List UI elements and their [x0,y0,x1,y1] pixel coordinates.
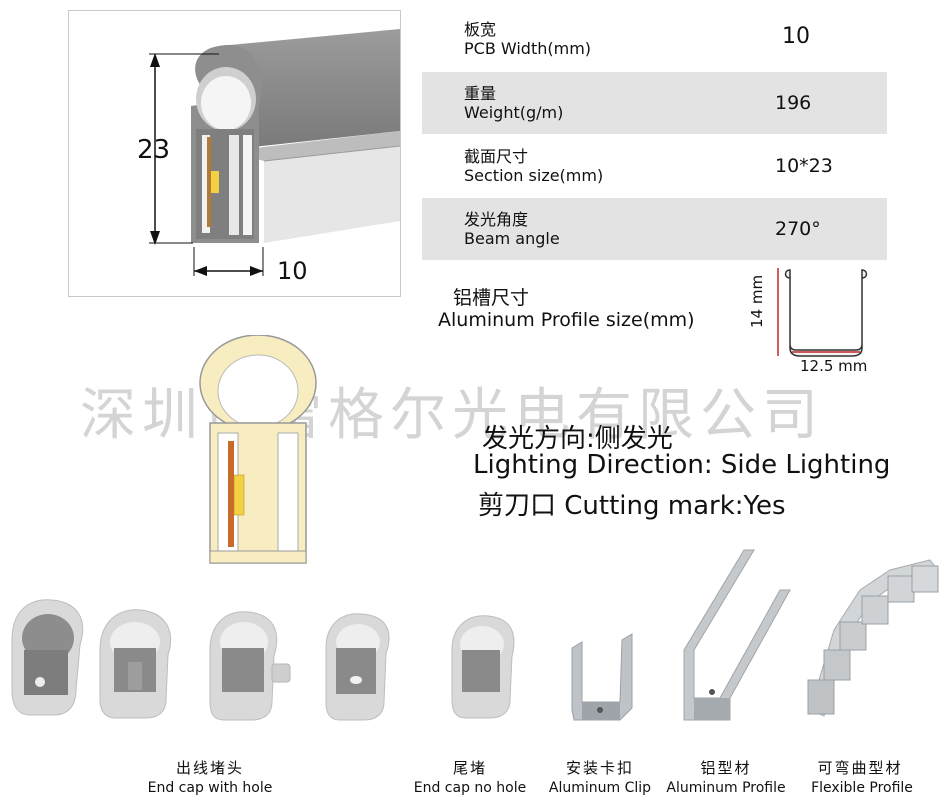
accessory-label-zh: 尾堵 [452,759,487,777]
end-cap-with-hole-icon [11,599,84,716]
product-cross-section-illustration [149,29,401,276]
spec-row-beam-angle: 发光角度 Beam angle 270° [422,198,887,260]
spec-label-en: PCB Width(mm) [464,39,592,58]
profile-width-label: 12.5 mm [800,357,868,375]
lighting-direction-en: Lighting Direction: Side Lighting [473,450,891,480]
end-cap-with-hole-icon [325,613,390,721]
accessories-illustration [11,549,939,721]
spec-label-zh: 发光角度 [464,210,529,229]
profile-height-label: 14 mm [748,274,766,328]
profile-size-label-zh: 铝槽尺寸 [453,287,530,309]
spec-label-zh: 板宽 [464,20,497,39]
aluminum-profile-diagram [777,268,868,357]
accessory-label-zh: 铝型材 [700,759,752,777]
accessory-label-zh: 可弯曲型材 [817,759,903,777]
cutting-mark-text: 剪刀口 Cutting mark:Yes [478,491,786,521]
spec-label-en: Weight(g/m) [464,103,564,122]
end-cap-no-hole-icon [451,615,515,719]
spec-row-pcb-width: 板宽 PCB Width(mm) 10 [422,8,887,70]
spec-label-zh: 截面尺寸 [464,147,529,166]
accessory-label-zh: 出线堵头 [175,759,244,777]
spec-value: 270° [775,218,821,240]
spec-label-en: Beam angle [464,229,560,248]
spec-value: 196 [775,92,812,114]
accessory-label-en: Aluminum Profile [666,780,786,796]
accessory-label-en: End cap with hole [147,780,273,796]
aluminum-clip-icon [571,633,633,721]
accessory-label-en: Flexible Profile [811,780,913,796]
profile-size-label-en: Aluminum Profile size(mm) [438,309,695,331]
height-dimension-label: 23 [137,135,171,165]
product-image-frame: 23 10 [68,10,401,297]
spec-row-weight: 重量 Weight(g/m) 196 [422,72,887,134]
spec-row-section-size: 截面尺寸 Section size(mm) 10*23 [422,135,887,197]
accessory-label-en: End cap no hole [413,780,527,796]
flexible-profile-icon [807,559,939,717]
end-cap-with-hole-icon [209,611,291,721]
aluminum-profile-icon [683,549,791,721]
spec-label-en: Section size(mm) [464,166,604,185]
spec-value: 10*23 [775,155,833,177]
width-dimension-label: 10 [277,257,308,285]
lighting-direction-zh: 发光方向:侧发光 [482,424,673,454]
accessory-label-zh: 安装卡扣 [565,759,634,777]
spec-label-zh: 重量 [464,84,497,103]
accessory-label-en: Aluminum Clip [548,780,652,796]
end-cap-with-hole-icon [99,609,172,719]
spec-value: 10 [782,24,810,49]
side-lighting-cross-section [199,335,317,564]
